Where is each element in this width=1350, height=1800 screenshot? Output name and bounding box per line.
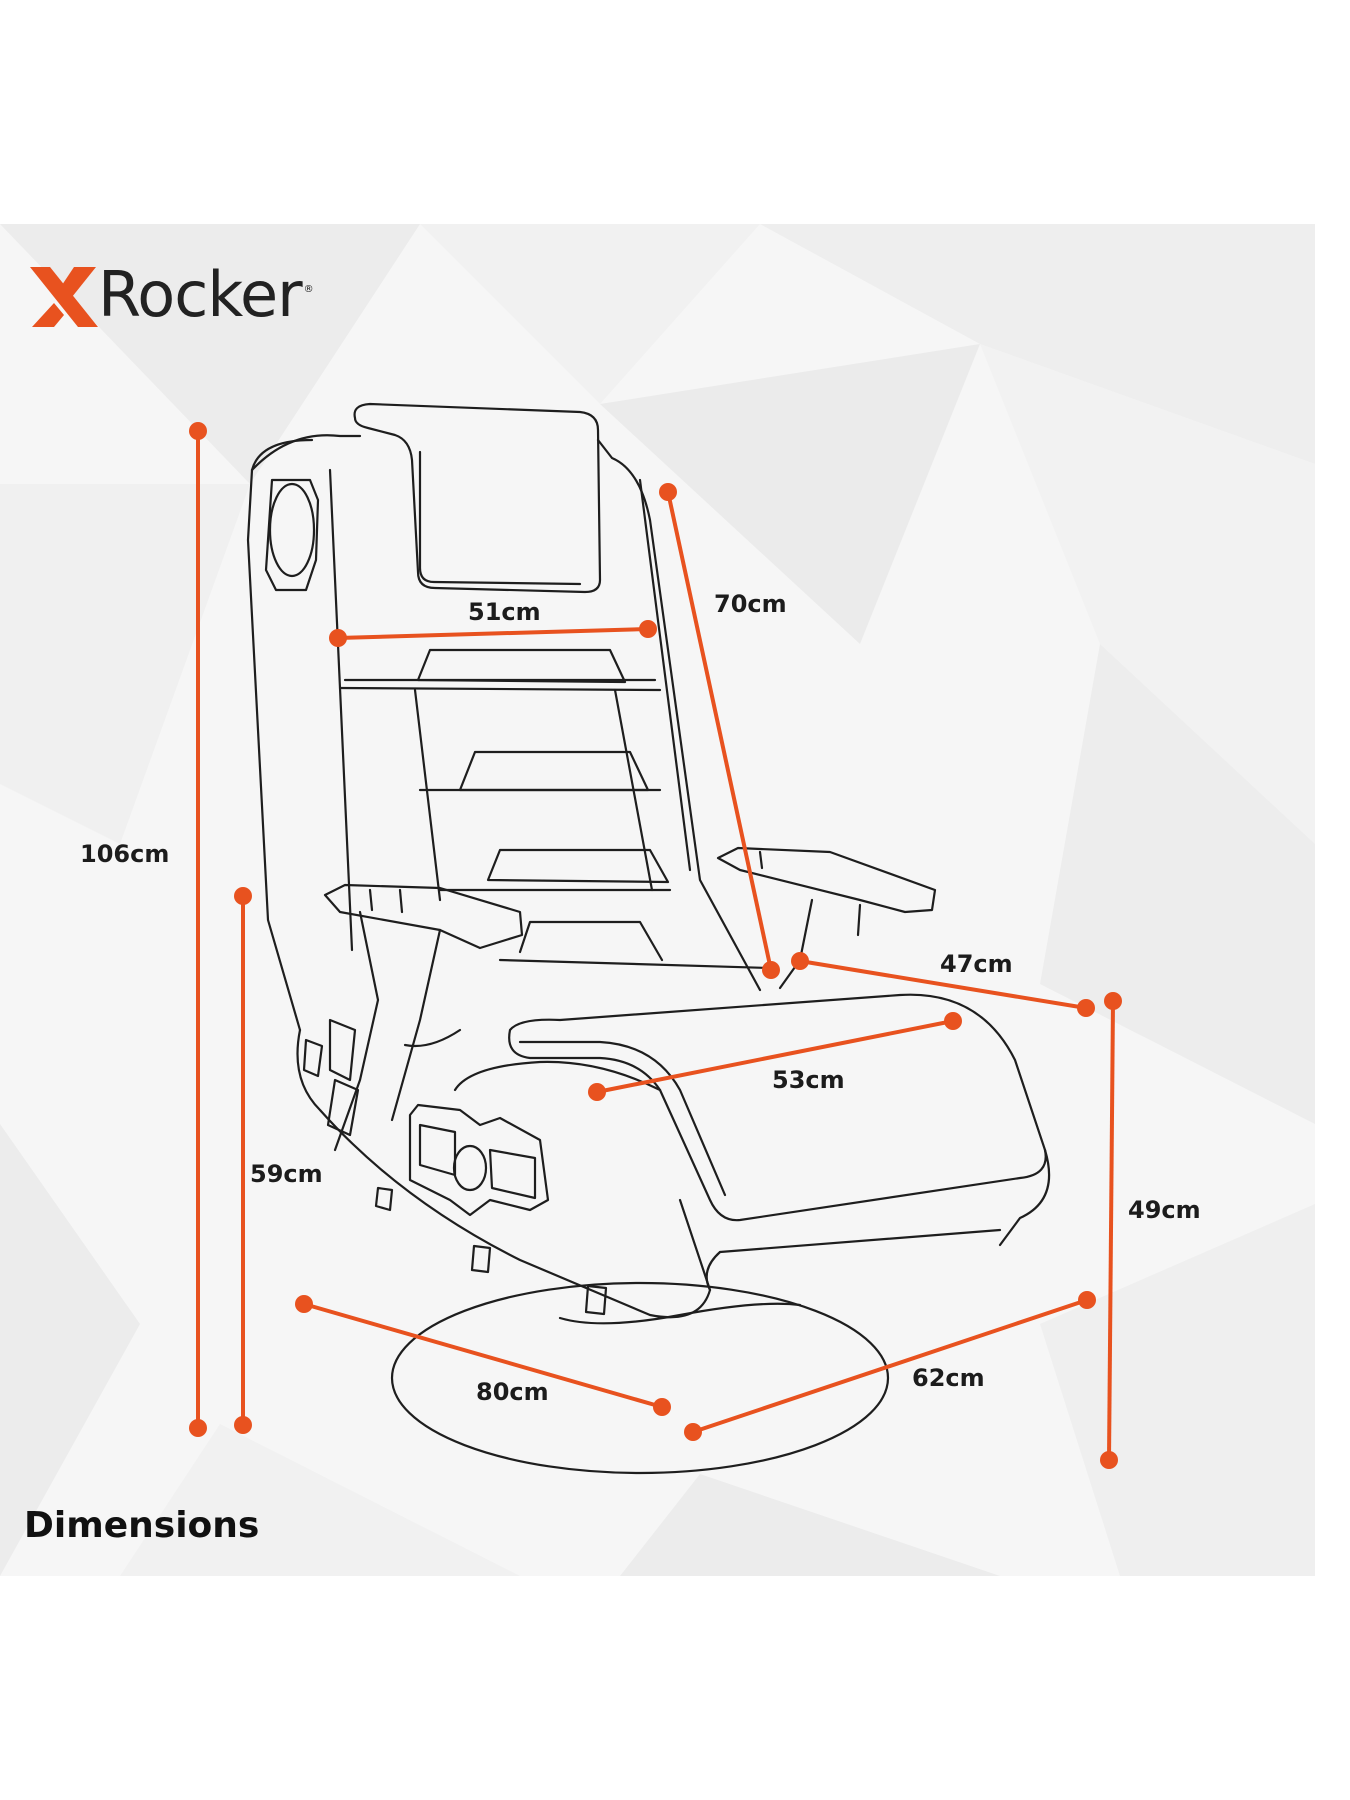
registered-mark: ® [303, 283, 314, 295]
measure-line-base-length [303, 1302, 663, 1409]
back-frame-left [246, 438, 314, 1032]
left-control-3 [302, 1038, 324, 1078]
brand-name: Rocker [98, 258, 303, 331]
brand-logo: Rocker ® [24, 250, 314, 340]
chair-line-art [246, 402, 1051, 1475]
back-panel-top [416, 648, 627, 684]
front-speaker-panel [408, 1103, 550, 1217]
label-arm-depth: 47cm [940, 950, 1013, 978]
measure-line-arm-depth [799, 959, 1087, 1010]
measure-line-base-width [692, 1298, 1088, 1434]
measure-line-seat-width [596, 1019, 954, 1094]
left-control-1 [328, 1018, 357, 1082]
front-speaker [452, 1144, 488, 1192]
measurement-lines [189, 422, 1122, 1469]
label-base-length: 80cm [476, 1378, 549, 1406]
label-back-width: 51cm [468, 598, 541, 626]
label-overall-height: 106cm [80, 840, 170, 868]
label-base-width: 62cm [912, 1364, 985, 1392]
x-mark-icon [30, 267, 98, 327]
measure-line-side-height [1107, 1000, 1115, 1461]
back-panel-lower [486, 848, 670, 884]
headrest [353, 402, 602, 594]
chair-base [390, 1281, 890, 1475]
back-panel-middle [458, 750, 650, 792]
label-base-height: 59cm [250, 1160, 323, 1188]
measure-line-back-width [337, 627, 649, 640]
left-armrest [323, 883, 524, 950]
label-seat-width: 53cm [772, 1066, 845, 1094]
page-title: Dimensions [24, 1505, 260, 1546]
label-back-height: 70cm [714, 590, 787, 618]
measure-line-back-height [666, 491, 773, 971]
rocker-shell-left [296, 1028, 712, 1319]
left-speaker [268, 482, 316, 578]
back-frame-right [596, 438, 762, 992]
seat-cushion [508, 993, 1047, 1222]
right-armrest [716, 846, 937, 914]
left-control-2 [326, 1078, 360, 1137]
label-side-height: 49cm [1128, 1196, 1201, 1224]
